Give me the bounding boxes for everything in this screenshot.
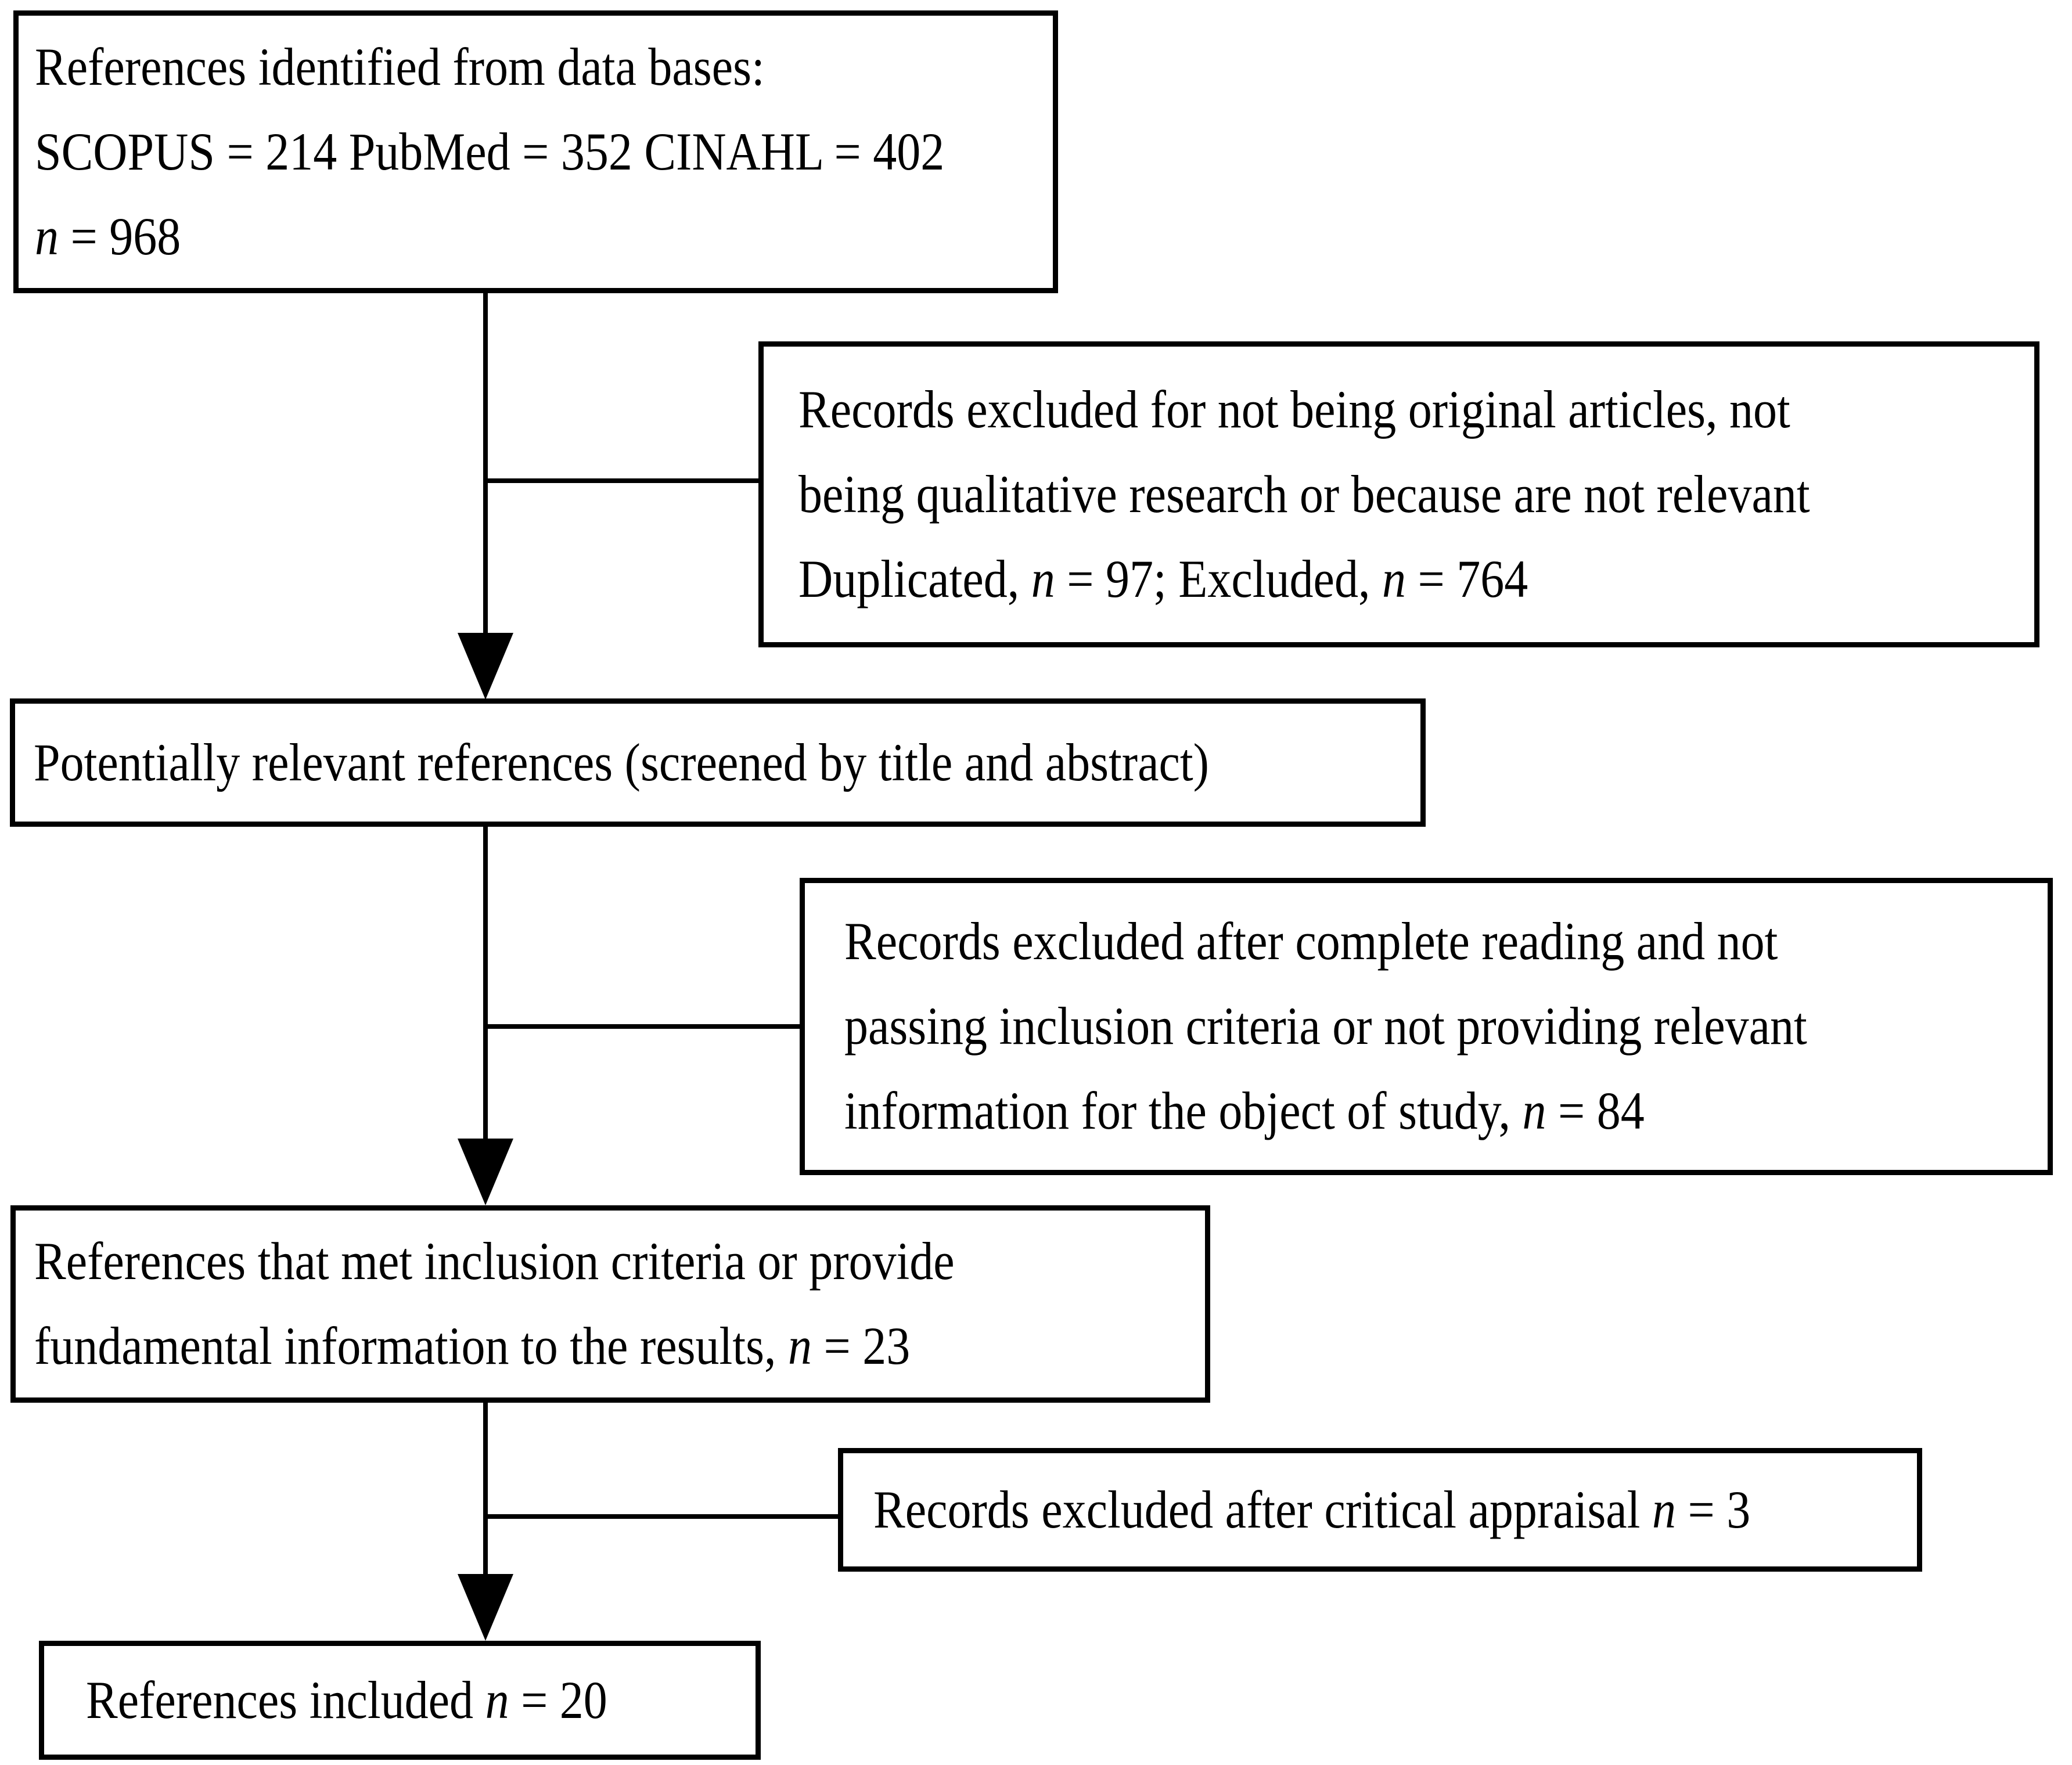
text-segment: References included (86, 1670, 485, 1730)
n-count-variable: n (1382, 549, 1406, 608)
text-segment: = 84 (1546, 1081, 1645, 1141)
text-line: Potentially relevant references (screene… (34, 715, 1420, 811)
text-segment: = 3 (1675, 1479, 1751, 1539)
box-references-identified: References identified from data bases: SC… (13, 10, 1058, 293)
connector-line-branch-3 (485, 1514, 838, 1519)
text-segment: SCOPUS = 214 PubMed = 352 CINAHL = 402 (35, 121, 945, 181)
text-segment: = 764 (1405, 549, 1528, 608)
text-segment: Records excluded after complete reading … (844, 912, 1778, 971)
n-count-variable: n (1652, 1479, 1676, 1539)
text-line: being qualitative research or because ar… (798, 447, 2034, 542)
text-line: References included n = 20 (86, 1653, 756, 1748)
text-line: passing inclusion criteria or not provid… (844, 979, 2048, 1074)
text-segment: References that met inclusion criteria o… (34, 1231, 955, 1291)
text-line: SCOPUS = 214 PubMed = 352 CINAHL = 402 (35, 105, 1053, 200)
arrowhead-down-icon (458, 633, 513, 700)
text-line: Records excluded after critical appraisa… (873, 1463, 1917, 1558)
text-segment: Records excluded after critical appraisa… (873, 1479, 1652, 1539)
connector-line-vertical-1 (483, 293, 488, 639)
box-records-excluded-full-reading: Records excluded after complete reading … (800, 878, 2053, 1175)
connector-line-vertical-2 (483, 827, 488, 1144)
text-segment: information for the object of study, (844, 1081, 1523, 1141)
n-count-variable: n (485, 1670, 509, 1730)
box-records-excluded-screening: Records excluded for not being original … (758, 341, 2039, 647)
text-line: Records excluded for not being original … (798, 362, 2034, 458)
box-references-met-inclusion-criteria: References that met inclusion criteria o… (10, 1205, 1210, 1403)
text-segment: References identified from data bases: (35, 37, 765, 96)
text-segment: being qualitative research or because ar… (798, 464, 1810, 524)
box-records-excluded-critical-appraisal: Records excluded after critical appraisa… (838, 1448, 1922, 1572)
text-segment: = 97; Excluded, (1055, 549, 1382, 608)
text-segment: passing inclusion criteria or not provid… (844, 996, 1807, 1056)
text-segment: = 20 (509, 1670, 607, 1730)
text-line: information for the object of study, n =… (844, 1064, 2048, 1159)
arrowhead-down-icon (458, 1139, 513, 1205)
text-segment: = 968 (59, 206, 181, 266)
box-potentially-relevant-references: Potentially relevant references (screene… (10, 698, 1426, 827)
box-references-included: References included n = 20 (39, 1641, 761, 1760)
arrowhead-down-icon (458, 1574, 513, 1641)
text-line: fundamental information to the results, … (34, 1299, 1205, 1394)
text-line: n = 968 (35, 189, 1053, 284)
text-segment: fundamental information to the results, (34, 1316, 789, 1376)
text-line: Records excluded after complete reading … (844, 894, 2048, 989)
text-line: Duplicated, n = 97; Excluded, n = 764 (798, 532, 2034, 627)
text-segment: Duplicated, (798, 549, 1031, 608)
connector-line-vertical-3 (483, 1403, 488, 1580)
text-segment: Potentially relevant references (screene… (34, 732, 1209, 792)
connector-line-branch-1 (485, 478, 758, 483)
text-line: References that met inclusion criteria o… (34, 1214, 1205, 1309)
n-count-variable: n (1031, 549, 1055, 608)
connector-line-branch-2 (485, 1024, 800, 1029)
n-count-variable: n (788, 1316, 812, 1376)
text-segment: = 23 (812, 1316, 911, 1376)
text-segment: Records excluded for not being original … (798, 379, 1790, 439)
n-count-variable: n (35, 206, 59, 266)
n-count-variable: n (1522, 1081, 1546, 1141)
text-line: References identified from data bases: (35, 20, 1053, 115)
